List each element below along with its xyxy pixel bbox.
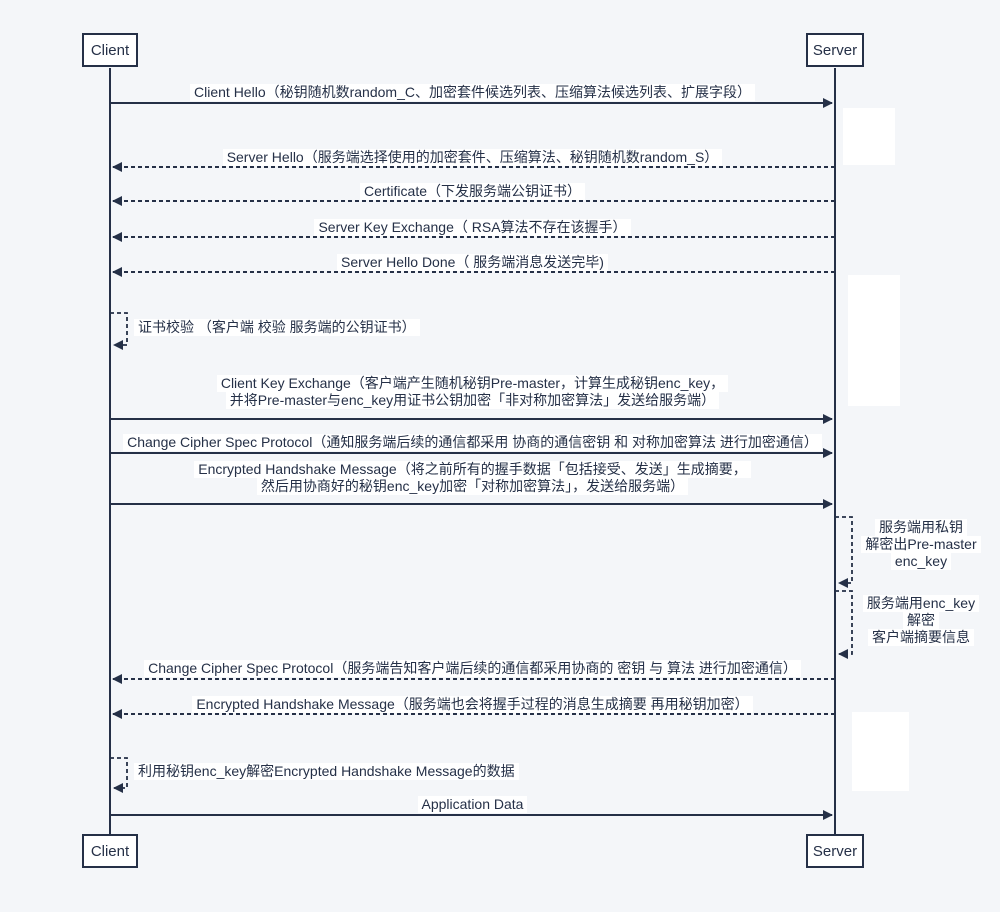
message-text: Server Hello（服务端选择使用的加密套件、压缩算法、秘钥随机数rand…: [222, 149, 723, 166]
message-label-change-cipher-spec-1: Change Cipher Spec Protocol（通知服务端后续的通信都采…: [110, 434, 835, 451]
note-text: 服务端用私钥: [875, 519, 967, 536]
self-loop-cert-verify: [110, 312, 128, 350]
message-label-client-hello: Client Hello（秘钥随机数random_C、加密套件候选列表、压缩算法…: [110, 84, 835, 101]
message-text: 并将Pre-master与enc_key用证书公钥加密「非对称加密算法」发送给服…: [225, 392, 720, 409]
self-loop-server-note-2: [835, 590, 853, 659]
message-label-change-cipher-spec-2: Change Cipher Spec Protocol（服务端告知客户端后续的通…: [110, 660, 835, 677]
message-text: Certificate（下发服务端公钥证书）: [359, 183, 586, 200]
note-text: 解密出Pre-master: [861, 536, 981, 553]
message-text: 利用秘钥enc_key解密Encrypted Handshake Message…: [134, 763, 519, 780]
message-label-application-data: Application Data: [110, 796, 835, 813]
message-text: Client Key Exchange（客户端产生随机秘钥Pre-master，…: [216, 375, 729, 392]
background-patch: [852, 712, 909, 791]
message-label-cert-verify: 证书校验 （客户端 校验 服务端的公钥证书）: [134, 319, 420, 336]
message-text: Client Hello（秘钥随机数random_C、加密套件候选列表、压缩算法…: [190, 84, 755, 101]
message-label-encrypted-handshake-2: Encrypted Handshake Message（服务端也会将握手过程的消…: [110, 696, 835, 713]
server-actor-top: Server: [806, 33, 864, 67]
actor-label: Client: [90, 41, 130, 59]
message-text: Encrypted Handshake Message（服务端也会将握手过程的消…: [192, 696, 753, 713]
message-label-client-decrypt: 利用秘钥enc_key解密Encrypted Handshake Message…: [134, 763, 519, 780]
actor-label: Server: [812, 842, 858, 860]
message-text: Server Key Exchange（ RSA算法不存在该握手）: [314, 219, 631, 236]
note-text: 客户端摘要信息: [868, 629, 974, 646]
message-text: Server Hello Done（ 服务端消息发送完毕): [337, 254, 608, 271]
message-text: Change Cipher Spec Protocol（服务端告知客户端后续的通…: [144, 660, 801, 677]
message-text: Change Cipher Spec Protocol（通知服务端后续的通信都采…: [123, 434, 822, 451]
actor-label: Server: [812, 41, 858, 59]
actor-label: Client: [90, 842, 130, 860]
background-patch: [843, 108, 895, 165]
note-text: 服务端用enc_key: [862, 595, 980, 612]
self-loop-client-decrypt: [110, 757, 128, 793]
message-text: Encrypted Handshake Message（将之前所有的握手数据「包…: [194, 461, 751, 478]
note-text: enc_key: [890, 553, 952, 570]
server-actor-bottom: Server: [806, 834, 864, 868]
message-label-certificate: Certificate（下发服务端公钥证书）: [110, 183, 835, 200]
client-actor-bottom: Client: [82, 834, 138, 868]
server-note-2: 服务端用enc_key 解密 客户端摘要信息: [853, 595, 989, 646]
message-label-server-hello-done: Server Hello Done（ 服务端消息发送完毕): [110, 254, 835, 271]
self-loop-server-note-1: [835, 516, 853, 588]
client-actor-top: Client: [82, 33, 138, 67]
message-label-client-key-exchange: Client Key Exchange（客户端产生随机秘钥Pre-master，…: [110, 375, 835, 409]
message-text: 然后用协商好的秘钥enc_key加密「对称加密算法」，发送给服务端）: [256, 478, 689, 495]
note-text: 解密: [903, 612, 939, 629]
message-label-encrypted-handshake-1: Encrypted Handshake Message（将之前所有的握手数据「包…: [110, 461, 835, 495]
message-label-server-key-exchange: Server Key Exchange（ RSA算法不存在该握手）: [110, 219, 835, 236]
background-patch: [848, 275, 900, 406]
message-text: Application Data: [417, 796, 528, 813]
message-text: 证书校验 （客户端 校验 服务端的公钥证书）: [134, 319, 420, 336]
server-note-1: 服务端用私钥 解密出Pre-master enc_key: [853, 519, 989, 570]
message-label-server-hello: Server Hello（服务端选择使用的加密套件、压缩算法、秘钥随机数rand…: [110, 149, 835, 166]
